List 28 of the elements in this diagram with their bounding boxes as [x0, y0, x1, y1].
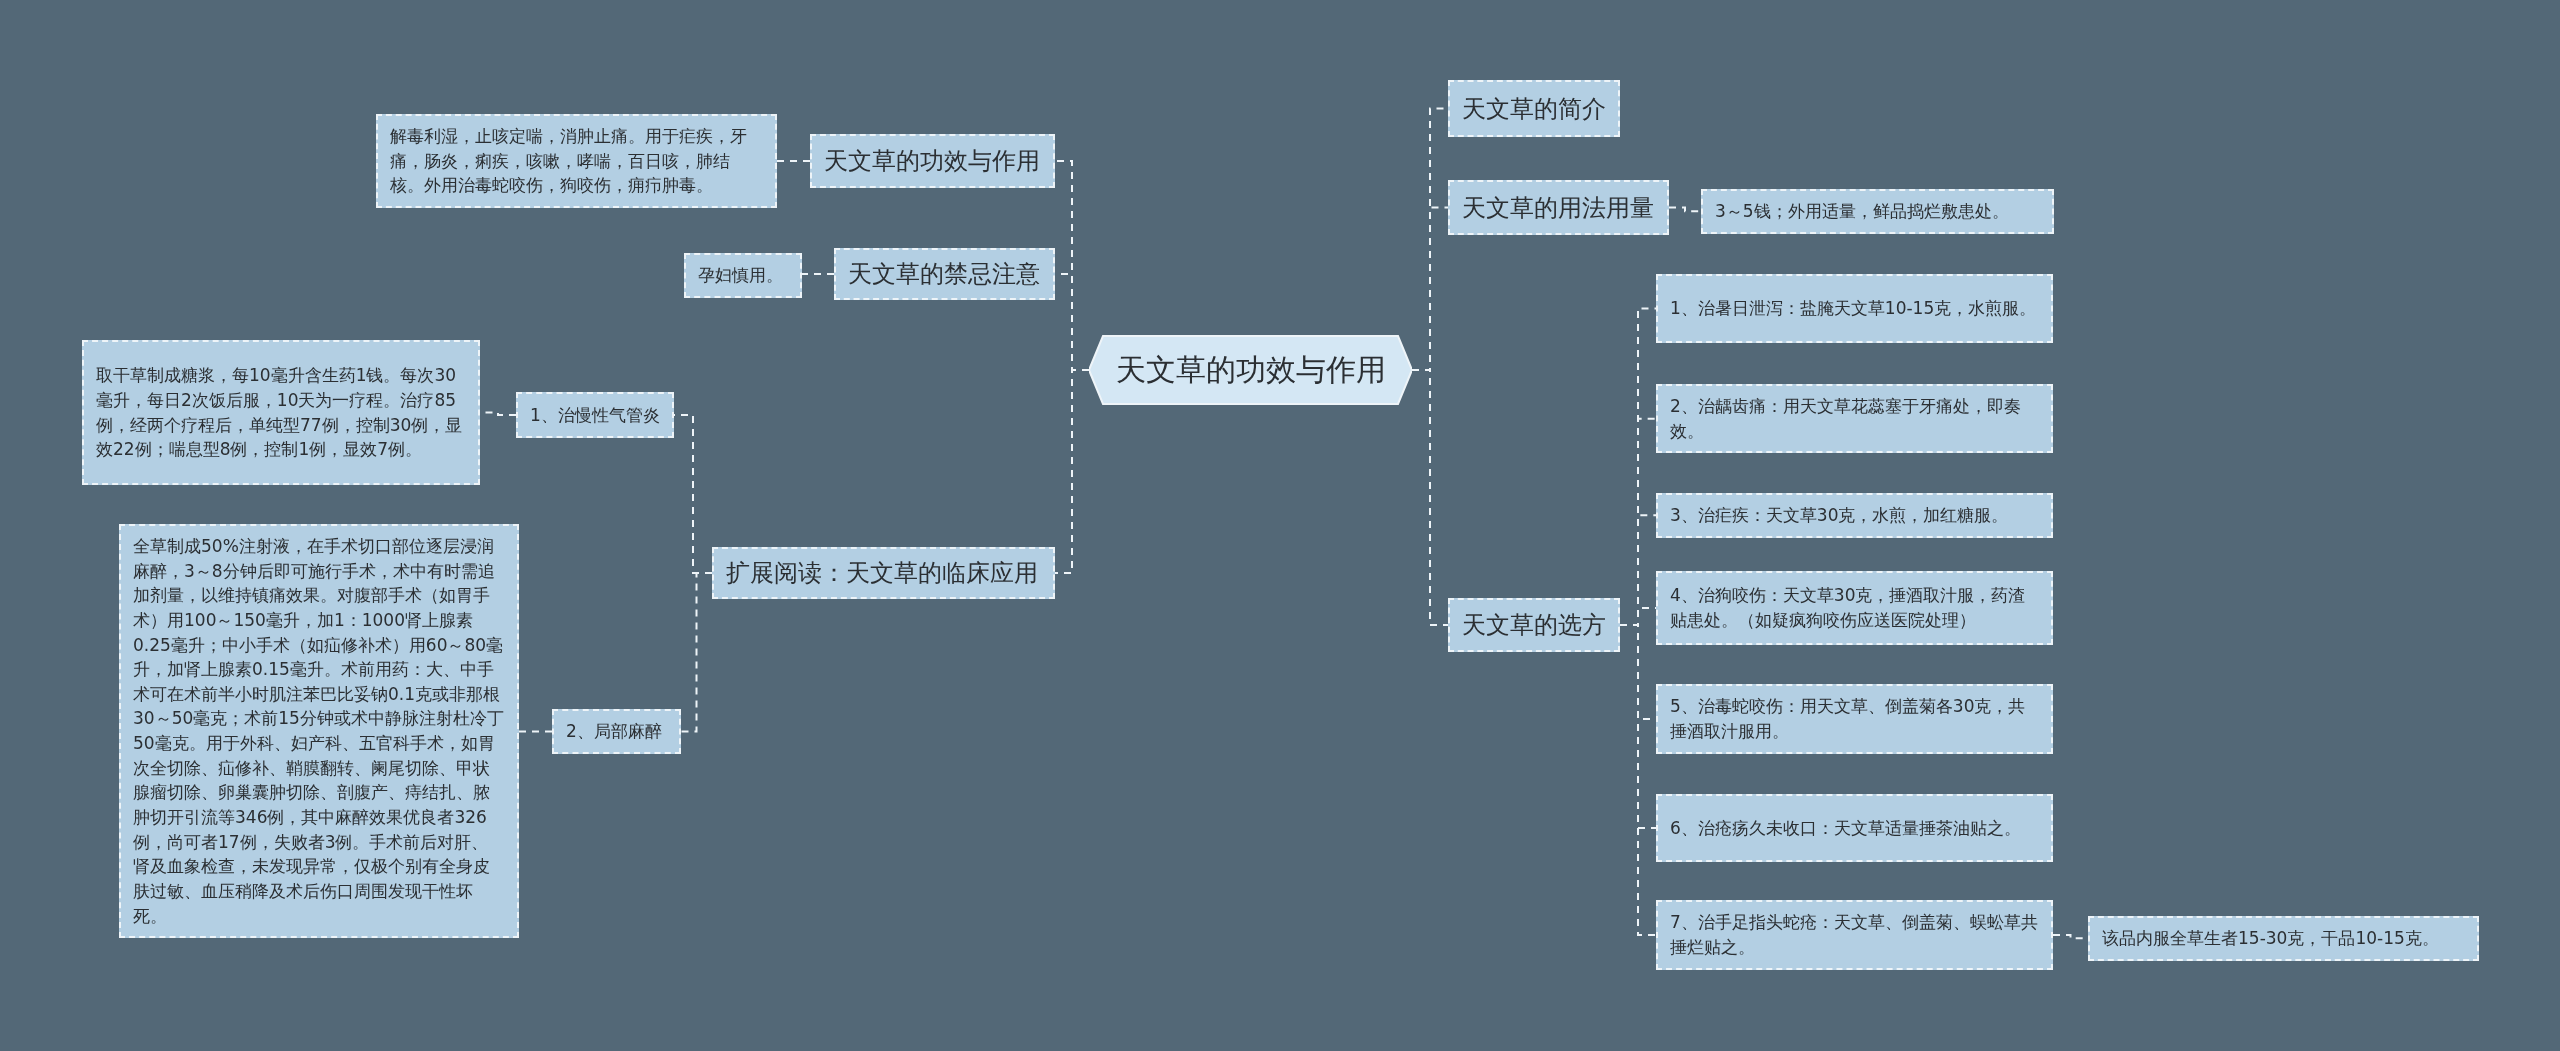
note-box: 解毒利湿，止咳定喘，消肿止痛。用于疟疾，牙痛，肠炎，痢疾，咳嗽，哮喘，百日咳，肺结核。外用治毒蛇咬伤，狗咬伤，痈疖肿毒。: [376, 114, 777, 208]
note-box: 1、治暑日泄泻：盐腌天文草10-15克，水煎服。: [1656, 274, 2053, 343]
note-box: 全草制成50%注射液，在手术切口部位逐层浸润麻醉，3～8分钟后即可施行手术，术中有时需追加剂量，以维持镇痛效果。对腹部手术（如胃手术）用100～150毫升，加1：1000肾上腺素0.25毫升；中小手术（如疝修补术）用60～80毫升，加肾上腺素0.15毫升。术前用药：大、中手术可在术前半小时肌注苯巴比妥钠0.1克或非那根30～50毫克；术前15分钟或术中静脉注射杜冷丁50毫克。用于外科、妇产科、五官科手术，如胃次全切除、疝修补、鞘膜翻转、阑尾切除、甲状腺瘤切除、卵巢囊肿切除、剖腹产、痔结扎、脓肿切开引流等346例，其中麻醉效果优良者326例，尚可者17例，失败者3例。手术前后对肝、肾及血象检查，未发现异常，仅极个别有全身皮肤过敏、血压稍降及术后伤口周围发现干性坏死。: [119, 524, 519, 939]
note-box: 孕妇慎用。: [684, 253, 802, 298]
note-box: 2、治龋齿痛：用天文草花蕊塞于牙痛处，即奏效。: [1656, 384, 2053, 454]
topic-box: 天文草的功效与作用: [810, 134, 1055, 188]
note-box: 4、治狗咬伤：天文草30克，捶酒取汁服，药渣贴患处。（如疑疯狗咬伤应送医院处理）: [1656, 571, 2053, 645]
connector-line: [518, 730, 553, 733]
topic-box: 天文草的禁忌注意: [834, 248, 1055, 300]
topic-box: 天文草的用法用量: [1448, 180, 1669, 235]
connector-line: [801, 273, 835, 275]
connector-line: [1054, 369, 1090, 574]
note-box: 5、治毒蛇咬伤：用天文草、倒盖菊各30克，共捶酒取汁服用。: [1656, 684, 2053, 754]
note-box: 7、治手足指头蛇疮：天文草、倒盖菊、蜈蚣草共捶烂贴之。: [1656, 900, 2053, 970]
note-box: 3、治疟疾：天文草30克，水煎，加红糖服。: [1656, 493, 2053, 538]
note-box: 取干草制成糖浆，每10毫升含生药1钱。每次30毫升，每日2次饭后服，10天为一疗程。治疗85例，经两个疗程后，单纯型77例，控制30例，显效22例；喘息型8例，控制1例，显效7例。: [82, 340, 480, 485]
connector-line: [680, 572, 713, 733]
topic-box: 扩展阅读：天文草的临床应用: [712, 547, 1055, 599]
note-box: 3～5钱；外用适量，鲜品捣烂敷患处。: [1701, 189, 2054, 234]
note-box: 该品内服全草生者15-30克，干品10-15克。: [2088, 916, 2479, 961]
connector-line: [776, 160, 811, 162]
topic-box: 天文草的简介: [1448, 80, 1620, 137]
connector-line: [1619, 624, 1657, 936]
connector-line: [1411, 369, 1449, 626]
note-box: 1、治慢性气管炎: [516, 392, 674, 438]
note-box: 6、治疮疡久未收口：天文草适量捶茶油贴之。: [1656, 794, 2053, 862]
note-box: 2、局部麻醉: [552, 709, 681, 754]
topic-box: 天文草的选方: [1448, 598, 1620, 652]
